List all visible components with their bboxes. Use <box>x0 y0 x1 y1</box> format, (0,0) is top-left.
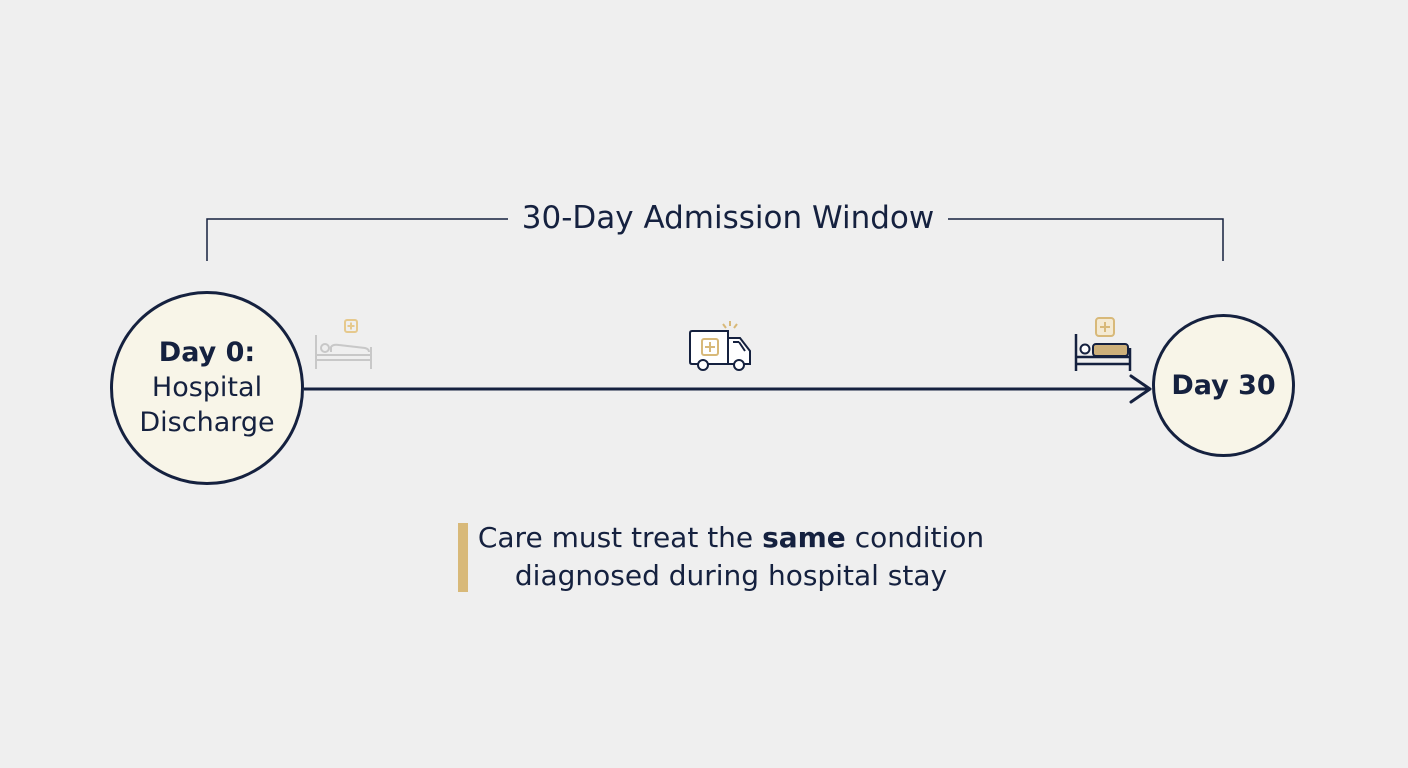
day-30-node: Day 30 <box>1152 314 1295 457</box>
note-after-text: condition <box>845 521 985 554</box>
discharge-label: Discharge <box>139 407 275 438</box>
day-0-label: Day 0: <box>158 337 256 368</box>
timeline-arrow-head <box>1129 374 1152 404</box>
condition-note: Care must treat the same condition diagn… <box>476 519 986 595</box>
note-accent-bar <box>458 523 468 592</box>
day-30-label: Day 30 <box>1171 369 1276 401</box>
hospital-bed-icon <box>315 319 372 369</box>
note-line-1: Care must treat the same condition <box>476 519 986 557</box>
note-emphasis: same <box>762 521 846 554</box>
hospital-label: Hospital <box>151 372 263 403</box>
note-line-2: diagnosed during hospital stay <box>514 559 948 592</box>
note-before-text: Care must treat the <box>477 521 763 554</box>
ambulance-icon <box>689 321 751 371</box>
window-title: 30-Day Admission Window <box>508 196 948 240</box>
occupied-hospital-bed-icon <box>1074 317 1132 371</box>
day-0-node: Day 0: Hospital Discharge <box>110 291 304 485</box>
